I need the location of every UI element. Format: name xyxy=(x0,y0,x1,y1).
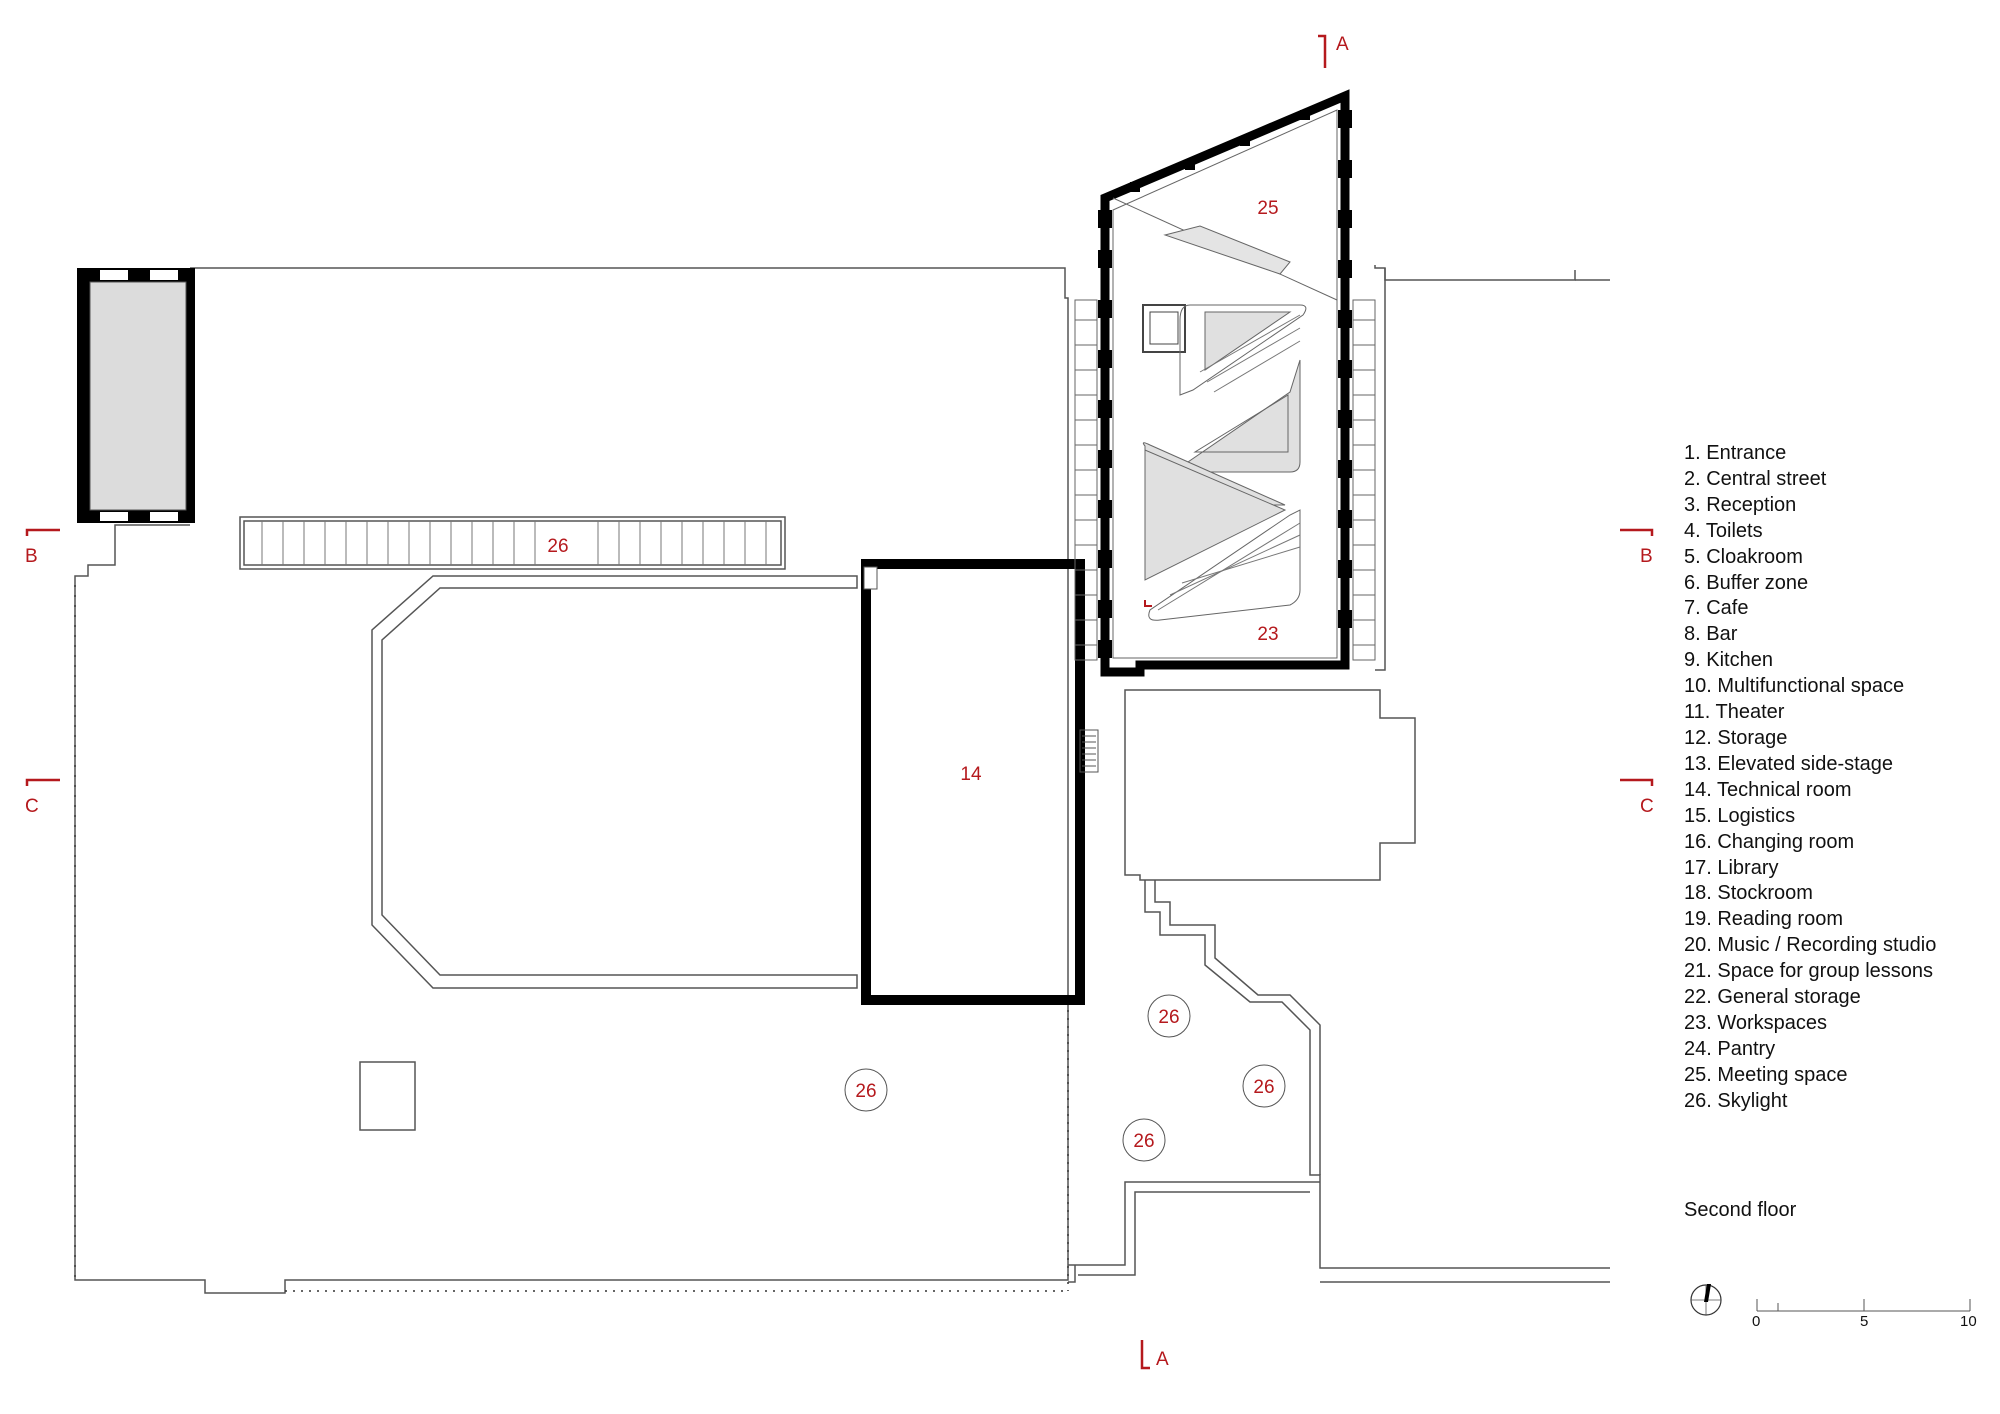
legend: 1. Entrance 2. Central street 3. Recepti… xyxy=(1684,441,1984,1115)
section-marker-b-right: B xyxy=(1640,546,1653,567)
stair-block-left xyxy=(77,268,195,523)
scale-label-10: 10 xyxy=(1960,1313,1977,1330)
legend-item: 22. General storage xyxy=(1684,986,1861,1009)
room-tag-25: 25 xyxy=(1257,198,1278,219)
legend-item: 14. Technical room xyxy=(1684,778,1852,801)
legend-item: 18. Stockroom xyxy=(1684,882,1813,905)
legend-item: 25. Meeting space xyxy=(1684,1063,1848,1086)
section-marker-c-left: C xyxy=(25,796,39,817)
annex-outline xyxy=(1124,689,1416,881)
legend-item: 19. Reading room xyxy=(1684,908,1843,931)
room-tag-26-d: 26 xyxy=(855,1081,876,1102)
scale-label-5: 5 xyxy=(1860,1313,1869,1330)
roof-hatch xyxy=(359,1061,416,1131)
section-marker-a-bottom: A xyxy=(1156,1349,1169,1370)
legend-item: 7. Cafe xyxy=(1684,597,1749,620)
legend-item: 21. Space for group lessons xyxy=(1684,960,1934,983)
legend-item: 10. Multifunctional space xyxy=(1684,675,1905,698)
legend-item: 1. Entrance xyxy=(1684,442,1787,464)
legend-item: 8. Bar xyxy=(1684,623,1738,646)
room-tag-26-b: 26 xyxy=(1253,1077,1274,1098)
legend-item: 16. Changing room xyxy=(1684,830,1855,853)
section-marker-a-top: A xyxy=(1336,34,1349,55)
stage-outline xyxy=(371,575,858,989)
legend-item: 12. Storage xyxy=(1684,726,1788,749)
section-marker-b-left: B xyxy=(25,546,38,567)
legend-item: 20. Music / Recording studio xyxy=(1684,934,1937,957)
legend-item: 23. Workspaces xyxy=(1684,1011,1828,1034)
north-arrow-icon xyxy=(1690,1284,1722,1316)
tower xyxy=(1074,89,1376,677)
legend-item: 3. Reception xyxy=(1684,493,1797,516)
technical-room-walls xyxy=(861,559,1085,1005)
legend-item: 17. Library xyxy=(1684,856,1779,879)
legend-item: 4. Toilets xyxy=(1684,519,1763,542)
legend-item: 11. Theater xyxy=(1684,701,1785,724)
legend-item: 6. Buffer zone xyxy=(1684,571,1809,594)
legend-item: 2. Central street xyxy=(1684,467,1827,490)
room-tag-23: 23 xyxy=(1257,624,1278,645)
room-tag-14: 14 xyxy=(960,764,982,785)
legend-item: 5. Cloakroom xyxy=(1684,545,1803,568)
room-tag-26-a: 26 xyxy=(1158,1007,1179,1028)
legend-item: 9. Kitchen xyxy=(1684,649,1773,672)
room-tag-26-strip: 26 xyxy=(547,536,568,557)
scale-bar xyxy=(1756,1299,1971,1312)
legend-item: 24. Pantry xyxy=(1684,1037,1776,1060)
floor-title: Second floor xyxy=(1684,1199,1797,1221)
main-building-outline xyxy=(74,267,1069,1294)
legend-item: 15. Logistics xyxy=(1684,804,1796,827)
section-marker-c-right: C xyxy=(1640,796,1654,817)
legend-item: 26. Skylight xyxy=(1684,1089,1788,1112)
skylight-strip xyxy=(239,516,786,570)
room-tag-26-c: 26 xyxy=(1133,1131,1154,1152)
legend-item: 13. Elevated side-stage xyxy=(1684,752,1894,775)
scale-label-0: 0 xyxy=(1752,1313,1761,1330)
